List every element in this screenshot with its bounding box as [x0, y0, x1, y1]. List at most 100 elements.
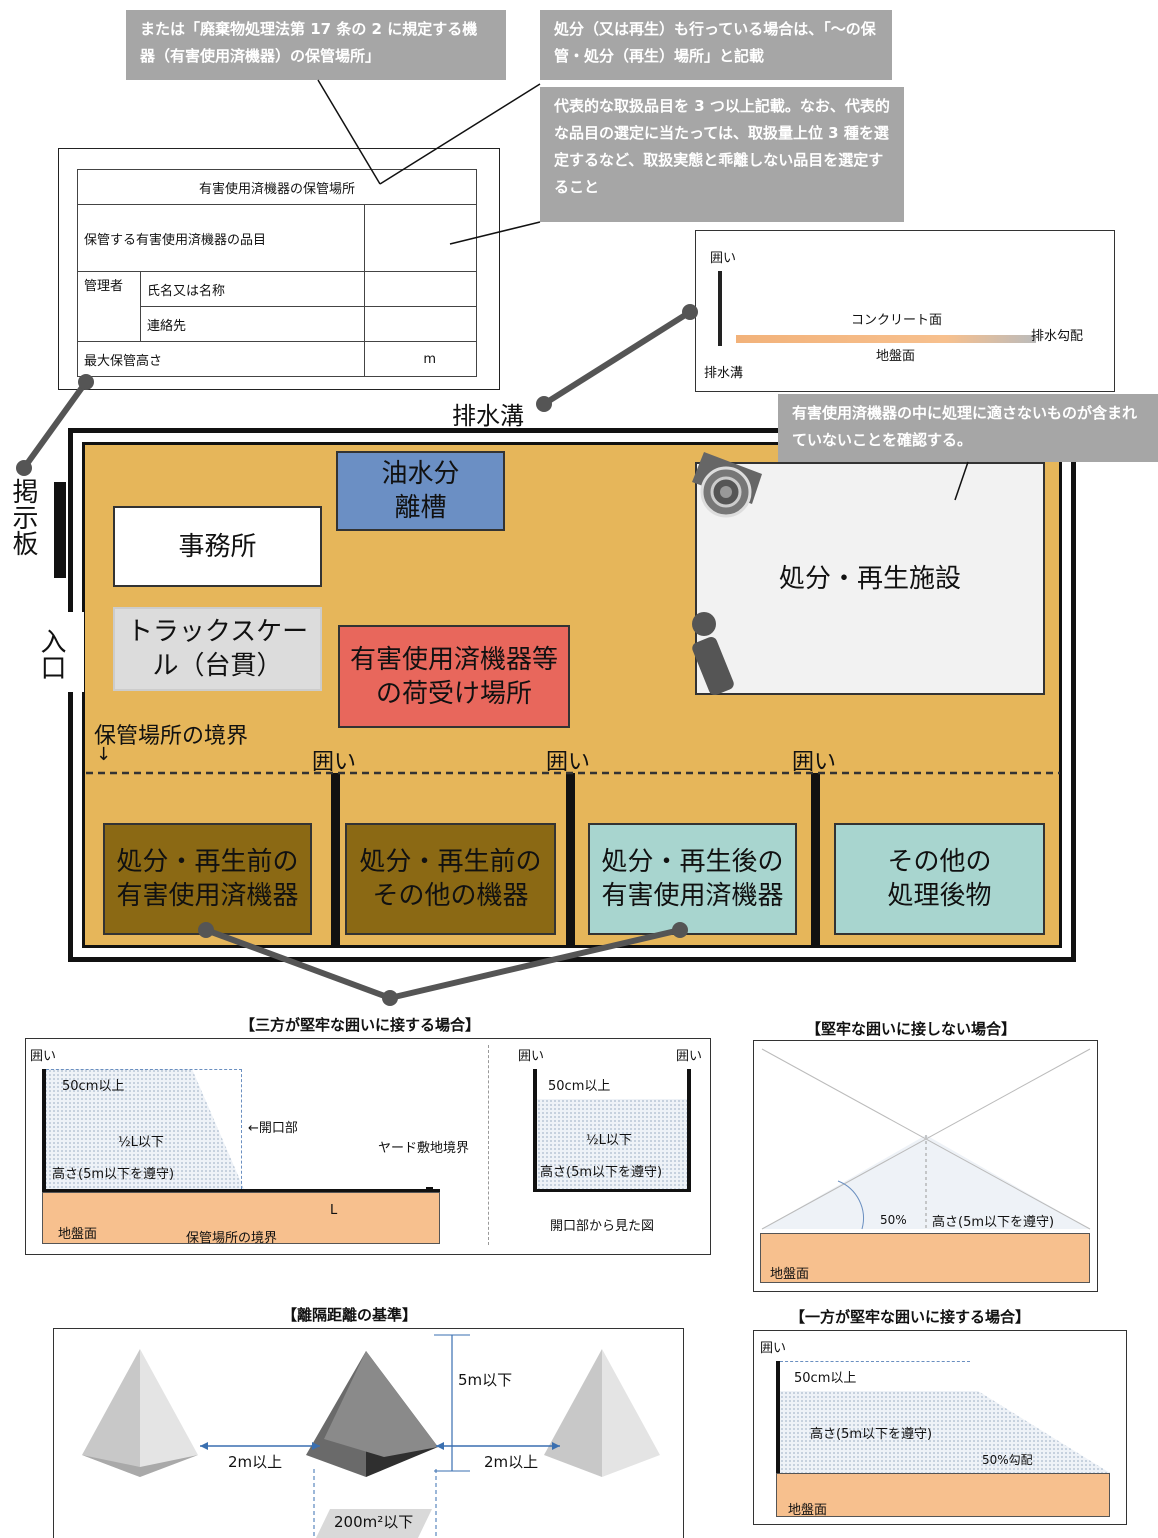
- front-view-ground-line: [533, 1189, 691, 1192]
- one-side-wall-label: 囲い: [760, 1341, 787, 1356]
- separation-gap-left-label: 2m以上: [228, 1453, 283, 1471]
- sign-height-label: 最大保管高さ: [76, 341, 366, 377]
- bay-pre-other: 処分・再生前のその他の機器: [345, 823, 556, 935]
- notice-board: [54, 482, 66, 578]
- no-wall-pct-label: 50%: [880, 1213, 907, 1227]
- bay-divider-3: [811, 773, 820, 945]
- three-sides-height-label: 高さ(5m以下を遵守): [52, 1167, 175, 1182]
- three-sides-L-label: L: [330, 1203, 338, 1218]
- callout-inspection-note: 有害使用済機器の中に処理に適さないものが含まれていないことを確認する。: [778, 394, 1158, 462]
- bay-post-hazardous: 処分・再生後の有害使用済機器: [588, 823, 797, 935]
- office: 事務所: [113, 506, 322, 587]
- callout-disposal-note: 処分（又は再生）も行っている場合は、「～の保管・処分（再生）場所」と記載: [540, 10, 892, 80]
- three-sides-storage-boundary-label: 保管場所の境界: [186, 1231, 278, 1246]
- no-wall-ground: [760, 1233, 1090, 1283]
- one-side-height-label: 高さ(5m以下を遵守): [810, 1427, 933, 1442]
- front-view-caption: 開口部から見た図: [550, 1219, 655, 1234]
- bay-divider-1: [331, 773, 340, 945]
- three-sides-wall: [42, 1069, 46, 1189]
- sign-table: 有害使用済機器の保管場所 保管する有害使用済機器の品目 管理者 氏名又は名称 連…: [76, 169, 477, 377]
- drain-concrete-label: コンクリート面: [851, 313, 943, 328]
- three-sides-yard-boundary-label: ヤード敷地境界: [378, 1141, 470, 1156]
- truck-scale: トラックスケール（台貫）: [113, 607, 322, 691]
- three-sides-opening-label: ←開口部: [248, 1121, 298, 1136]
- drain-wall-line: [718, 271, 722, 346]
- one-side-wall: [776, 1361, 780, 1473]
- three-sides-right-guide: [241, 1069, 242, 1189]
- drain-ditch-label: 排水溝: [704, 366, 744, 381]
- drain-ground-label: 地盤面: [876, 349, 916, 364]
- no-wall-heading: 【堅牢な囲いに接しない場合】: [806, 1020, 1017, 1038]
- bay-other-processed: その他の処理後物: [834, 823, 1045, 935]
- sign-contact-value: [364, 306, 477, 342]
- three-sides-heading: 【三方が堅牢な囲いに接する場合】: [240, 1016, 481, 1034]
- sign-title: 有害使用済機器の保管場所: [77, 169, 477, 205]
- one-side-margin-label: 50cm以上: [794, 1371, 857, 1386]
- receiving-area: 有害使用済機器等の荷受け場所: [338, 625, 570, 728]
- entrance-gap: [66, 612, 84, 692]
- boundary-arrow: ↓: [96, 744, 112, 765]
- one-side-slope-label: 50%勾配: [982, 1453, 1033, 1467]
- front-view-height-label: 高さ(5m以下を遵守): [540, 1165, 663, 1180]
- three-sides-wall-label: 囲い: [30, 1049, 57, 1064]
- worker-icon: [686, 608, 746, 698]
- sign-height-unit: m: [364, 341, 477, 377]
- enclosure-label-2: 囲い: [546, 750, 591, 775]
- front-view-margin-label: 50cm以上: [548, 1079, 611, 1094]
- three-sides-panel: 囲い 50cm以上 ½L以下 高さ(5m以下を遵守) ←開口部 ヤード敷地境界 …: [25, 1038, 711, 1255]
- callout-storage-name: または「廃棄物処理法第 17 条の 2 に規定する機器（有害使用済機器）の保管場…: [126, 10, 506, 80]
- separation-gap-right-label: 2m以上: [484, 1453, 539, 1471]
- one-side-top-guide: [780, 1361, 970, 1362]
- callout-items-note: 代表的な取扱品目を 3 つ以上記載。なお、代表的な品目の選定に当たっては、取扱量…: [540, 87, 904, 222]
- three-sides-ground-label: 地盤面: [58, 1227, 98, 1242]
- sign-manager-label: 管理者: [77, 271, 141, 342]
- enclosure-label-1: 囲い: [312, 750, 357, 775]
- drain-slope-label: 排水勾配: [1031, 329, 1084, 344]
- drain-title: 排水溝: [452, 402, 524, 430]
- bay-pre-hazardous: 処分・再生前の有害使用済機器: [103, 823, 312, 935]
- drain-slope-bar: [736, 335, 1036, 343]
- front-view-pile: [537, 1099, 687, 1191]
- sign-contact-label: 連絡先: [139, 306, 366, 342]
- oil-water-separator: 油水分離槽: [336, 451, 505, 531]
- storage-boundary-label: 保管場所の境界: [94, 724, 249, 749]
- three-sides-margin-label: 50cm以上: [62, 1079, 125, 1094]
- three-sides-ground: [42, 1192, 440, 1244]
- three-sides-half-label: ½L以下: [118, 1135, 164, 1150]
- three-sides-top-guide: [46, 1069, 242, 1070]
- one-side-ground: [776, 1473, 1110, 1517]
- treatment-facility: 処分・再生施設: [695, 462, 1045, 695]
- front-view-half-label: ½L以下: [586, 1133, 632, 1148]
- separation-panel: 5m以下 2m以上 2m以上 200m²以下: [53, 1328, 684, 1538]
- sign-name-value: [364, 271, 477, 307]
- one-side-panel: 囲い 50cm以上 高さ(5m以下を遵守) 50%勾配 地盤面: [753, 1330, 1127, 1525]
- sign-item-label: 保管する有害使用済機器の品目: [76, 204, 366, 272]
- notice-board-label: 掲示板: [8, 478, 38, 556]
- front-view-wall-left: [533, 1069, 537, 1191]
- separation-height-label: 5m以下: [458, 1371, 513, 1389]
- no-wall-height-label: 高さ(5m以下を遵守): [932, 1215, 1055, 1230]
- three-sides-pile: [44, 1069, 244, 1189]
- three-sides-divider: [488, 1045, 489, 1245]
- sign-name-label: 氏名又は名称: [139, 271, 366, 307]
- no-wall-guides: [761, 1048, 1091, 1230]
- bay-divider-2: [566, 773, 575, 945]
- drain-detail-panel: 囲い コンクリート面 排水勾配 地盤面 排水溝: [695, 230, 1115, 392]
- no-wall-ground-label: 地盤面: [770, 1267, 810, 1282]
- one-side-heading: 【一方が堅牢な囲いに接する場合】: [790, 1308, 1031, 1326]
- front-view-wall-right-label: 囲い: [676, 1049, 703, 1064]
- one-side-ground-label: 地盤面: [788, 1503, 828, 1518]
- camera-icon: [684, 452, 762, 522]
- drain-wall-label: 囲い: [710, 251, 737, 266]
- ground-three-sides-bar: [42, 1189, 440, 1192]
- enclosure-label-3: 囲い: [792, 750, 837, 775]
- separation-pyramids: [82, 1334, 660, 1538]
- entrance-label: 入口: [36, 628, 66, 680]
- no-wall-panel: 50% 高さ(5m以下を遵守) 地盤面: [753, 1040, 1098, 1292]
- separation-area-label: 200m²以下: [334, 1513, 414, 1531]
- front-view-wall-left-label: 囲い: [518, 1049, 545, 1064]
- separation-heading: 【離隔距離の基準】: [282, 1306, 418, 1324]
- sign-board-sample: 有害使用済機器の保管場所 保管する有害使用済機器の品目 管理者 氏名又は名称 連…: [58, 148, 500, 390]
- sign-item-value: [364, 204, 477, 272]
- front-view-wall-right: [687, 1069, 691, 1191]
